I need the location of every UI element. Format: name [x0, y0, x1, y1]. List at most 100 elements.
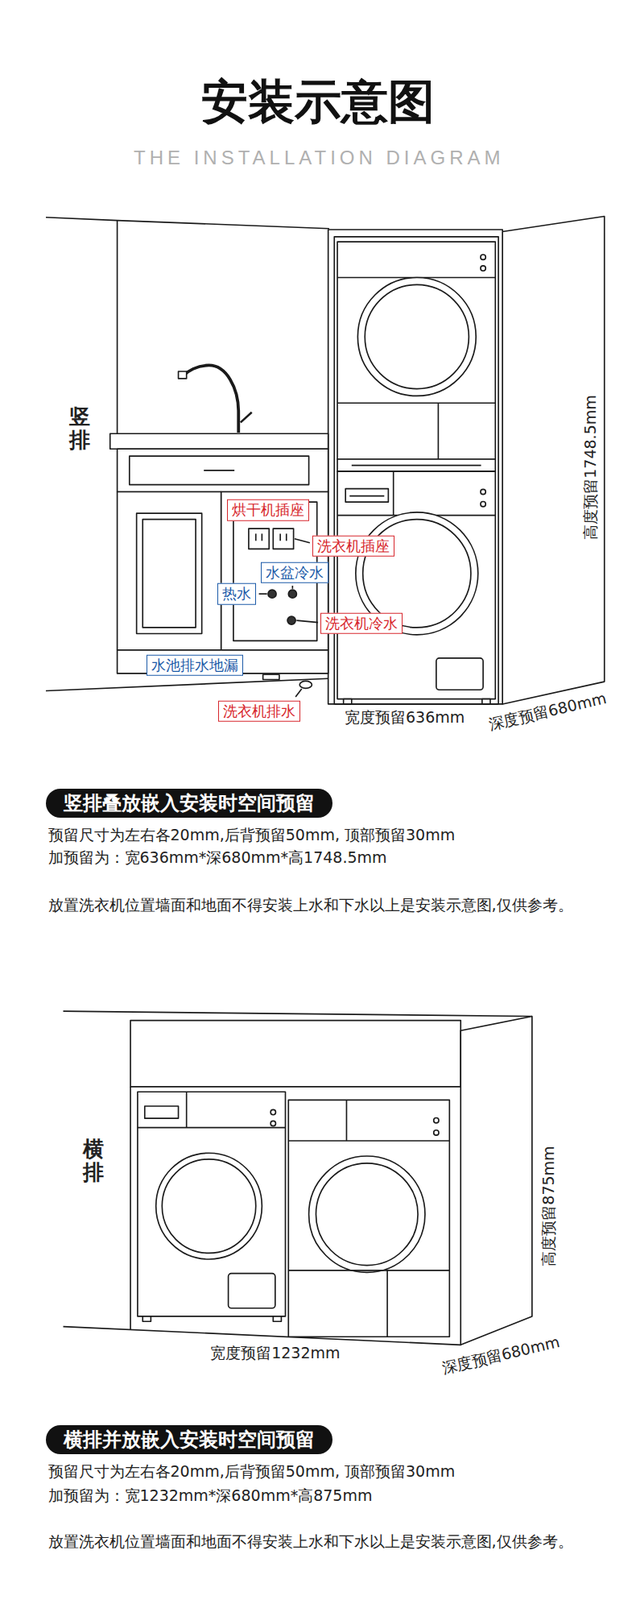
dryer-socket	[248, 528, 269, 549]
section-heading: 竖排叠放嵌入安装时空间预留	[45, 788, 333, 818]
detergent-drawer	[345, 488, 389, 502]
ceiling-line	[62, 1010, 532, 1016]
leader-line	[296, 619, 318, 623]
dimension: 深度预留680mm	[484, 687, 611, 734]
side-panel	[460, 1015, 533, 1345]
washer-foot	[142, 1315, 151, 1321]
dryer-panel	[288, 1139, 450, 1141]
box-text: 水盆冷水	[265, 562, 324, 580]
dryer-divider	[386, 1269, 389, 1336]
dryer-door	[357, 277, 476, 397]
dryer-lower-line	[288, 1268, 450, 1271]
sink-apron	[117, 448, 329, 492]
filter-door	[436, 657, 484, 690]
washer-knob	[480, 488, 486, 494]
note: 预留尺寸为左右各20mm,后背预留50mm, 顶部预留30mm	[48, 824, 456, 845]
stacking-rack-line	[351, 464, 482, 467]
socket-slot	[255, 532, 257, 541]
washer-panel	[137, 1126, 286, 1128]
sink-cold-valve	[288, 589, 297, 598]
faucet	[183, 364, 239, 433]
ceiling-line	[45, 217, 330, 229]
washer-foot	[272, 1315, 281, 1321]
leader-line	[259, 592, 268, 595]
page-title: 安装示意图	[201, 76, 435, 129]
box-text: 竖排叠放嵌入安装时空间预留	[63, 791, 315, 814]
side-panel	[502, 216, 605, 704]
drain-callout: 水池排水地漏	[146, 654, 244, 677]
box-text: 洗衣机冷水	[325, 614, 398, 632]
dimension: 宽度预留1232mm	[207, 1342, 343, 1362]
dryer-body	[337, 241, 496, 459]
upper-cabinet	[130, 1020, 461, 1087]
dryer-lower-line	[337, 401, 496, 404]
wall-corner	[116, 220, 119, 434]
socket-callout: 烘干机插座	[227, 499, 310, 521]
socket-slot	[261, 532, 264, 541]
box-text: 水池排水地漏	[151, 656, 239, 674]
washer-body	[137, 1090, 286, 1316]
dryer-door-glass	[315, 1162, 418, 1265]
subtitle: THE INSTALLATION DIAGRAM	[133, 146, 505, 170]
sink-slot	[203, 469, 235, 471]
detergent-drawer	[144, 1105, 179, 1118]
dryer-panel-divider	[346, 1098, 348, 1140]
layout-label: 横排	[82, 1137, 104, 1184]
socket-slot	[279, 532, 281, 541]
drawer-handle	[349, 495, 385, 497]
water-callout: 热水	[217, 582, 257, 605]
sink-apron-inner	[129, 455, 310, 484]
note: 放置洗衣机位置墙面和地面不得安装上水和下水以上是安装示意图,仅供参考。	[48, 1529, 574, 1550]
washer-cold-valve	[287, 615, 296, 624]
dimension: 深度预留680mm	[437, 1330, 563, 1377]
socket-callout: 洗衣机插座	[312, 534, 395, 557]
washer-panel-divider	[392, 470, 395, 515]
stacking-rack	[337, 458, 496, 471]
dryer-knob	[480, 254, 486, 260]
washer-body	[337, 470, 496, 698]
right-door-frame	[221, 491, 329, 649]
note: 加预留为：宽1232mm*深680mm*高875mm	[48, 1483, 373, 1504]
leader-line	[292, 585, 294, 589]
washer-door	[156, 1152, 263, 1259]
note: 放置洗衣机位置墙面和地面不得安装上水和下水以上是安装示意图,仅供参考。	[48, 894, 574, 915]
dryer-knob	[433, 1117, 439, 1123]
left-door-inset	[142, 519, 196, 628]
washer-door-glass	[161, 1158, 256, 1253]
drain-callout: 洗衣机排水	[218, 700, 301, 723]
washer-knob	[480, 501, 486, 507]
dimension: 高度预留875mm	[539, 1142, 558, 1268]
washer-panel-divider	[185, 1090, 188, 1127]
filter-door	[228, 1272, 276, 1308]
floor-drain	[263, 673, 280, 679]
section-heading: 横排并放嵌入安装时空间预留	[45, 1424, 333, 1454]
water-callout: 洗衣机冷水	[320, 612, 403, 635]
socket-slot	[285, 532, 288, 541]
wall-line	[129, 1086, 132, 1329]
dryer-knob	[433, 1129, 439, 1135]
leader-line	[295, 688, 302, 697]
dryer-divider	[437, 402, 440, 459]
washer-foot	[482, 698, 491, 704]
dryer-knob	[480, 265, 486, 271]
left-door-panel	[136, 512, 203, 633]
layout-label: 竖排	[69, 404, 91, 451]
dryer-door	[309, 1155, 426, 1272]
box-text: 洗衣机排水	[223, 702, 296, 719]
box-text: 热水	[222, 584, 252, 602]
washer-knob	[270, 1119, 276, 1125]
faucet-spout	[178, 371, 187, 379]
washer-foot	[343, 698, 352, 704]
faucet-handle	[240, 412, 252, 423]
box-text: 洗衣机插座	[317, 536, 390, 554]
note: 加预留为：宽636mm*深680mm*高1748.5mm	[48, 846, 388, 868]
dimension: 宽度预留636mm	[342, 707, 467, 727]
dryer-door-glass	[364, 284, 469, 389]
dryer-body	[288, 1098, 450, 1336]
leader-line	[294, 538, 310, 543]
washer-drain	[299, 680, 312, 688]
countertop	[110, 433, 329, 449]
floor-line	[45, 677, 329, 690]
note: 预留尺寸为左右各20mm,后背预留50mm, 顶部预留30mm	[48, 1460, 456, 1481]
